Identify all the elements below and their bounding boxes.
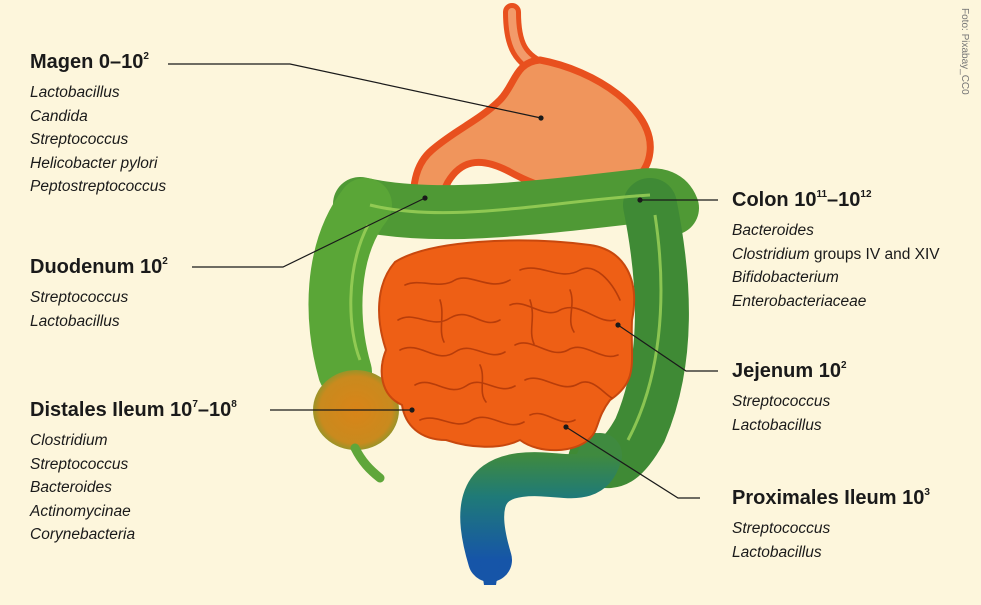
species-item: Candida xyxy=(30,105,166,129)
callout-dot xyxy=(563,424,568,429)
species-item: Streptococcus xyxy=(30,128,166,152)
small-intestine-shape xyxy=(379,241,634,451)
callout-dot xyxy=(637,197,642,202)
species-item: Streptococcus xyxy=(732,390,847,414)
species-item: Actinomycinae xyxy=(30,500,237,524)
sigmoid-colon xyxy=(482,455,600,560)
appendix-shape xyxy=(355,448,380,478)
species-item: Bifidobacterium xyxy=(732,266,940,290)
region-title-proximales-ileum: Proximales Ileum 103 xyxy=(732,486,930,510)
region-title-magen: Magen 0–102 xyxy=(30,50,166,74)
species-item: Clostridium groups IV and XIV xyxy=(732,243,940,267)
region-title-colon: Colon 1011–1012 xyxy=(732,188,940,212)
callout-dot xyxy=(538,115,543,120)
region-colon: Colon 1011–1012 Bacteroides Clostridium … xyxy=(732,188,940,313)
region-distales-ileum: Distales Ileum 107–108 Clostridium Strep… xyxy=(30,398,237,547)
species-item: Streptococcus xyxy=(732,517,930,541)
species-item: Lactobacillus xyxy=(30,310,168,334)
region-title-duodenum: Duodenum 102 xyxy=(30,255,168,279)
species-list-duodenum: Streptococcus Lactobacillus xyxy=(30,286,168,333)
species-item: Lactobacillus xyxy=(732,414,847,438)
species-list-distales-ileum: Clostridium Streptococcus Bacteroides Ac… xyxy=(30,429,237,547)
rectum-tip xyxy=(480,560,500,585)
region-jejenum: Jejenum 102 Streptococcus Lactobacillus xyxy=(732,359,847,437)
species-item: Enterobacteriaceae xyxy=(732,290,940,314)
callout-dot xyxy=(615,322,620,327)
callout-dot xyxy=(409,407,414,412)
photo-credit: Foto: Pixabay_CC0 xyxy=(959,8,970,95)
species-list-proximales-ileum: Streptococcus Lactobacillus xyxy=(732,517,930,564)
region-title-jejenum: Jejenum 102 xyxy=(732,359,847,383)
species-item: Lactobacillus xyxy=(732,541,930,565)
species-item: Streptococcus xyxy=(30,453,237,477)
region-duodenum: Duodenum 102 Streptococcus Lactobacillus xyxy=(30,255,168,333)
region-proximales-ileum: Proximales Ileum 103 Streptococcus Lacto… xyxy=(732,486,930,564)
species-list-colon: Bacteroides Clostridium groups IV and XI… xyxy=(732,219,940,313)
region-magen: Magen 0–102 Lactobacillus Candida Strept… xyxy=(30,50,166,199)
callout-dot xyxy=(422,195,427,200)
species-item: Corynebacteria xyxy=(30,523,237,547)
region-title-distales-ileum: Distales Ileum 107–108 xyxy=(30,398,237,422)
species-item: Bacteroides xyxy=(30,476,237,500)
species-list-magen: Lactobacillus Candida Streptococcus Heli… xyxy=(30,81,166,199)
species-item: Peptostreptococcus xyxy=(30,175,166,199)
species-item: Lactobacillus xyxy=(30,81,166,105)
species-item: Streptococcus xyxy=(30,286,168,310)
species-item: Helicobacter pylori xyxy=(30,152,166,176)
species-item: Bacteroides xyxy=(732,219,940,243)
species-list-jejenum: Streptococcus Lactobacillus xyxy=(732,390,847,437)
species-item: Clostridium xyxy=(30,429,237,453)
